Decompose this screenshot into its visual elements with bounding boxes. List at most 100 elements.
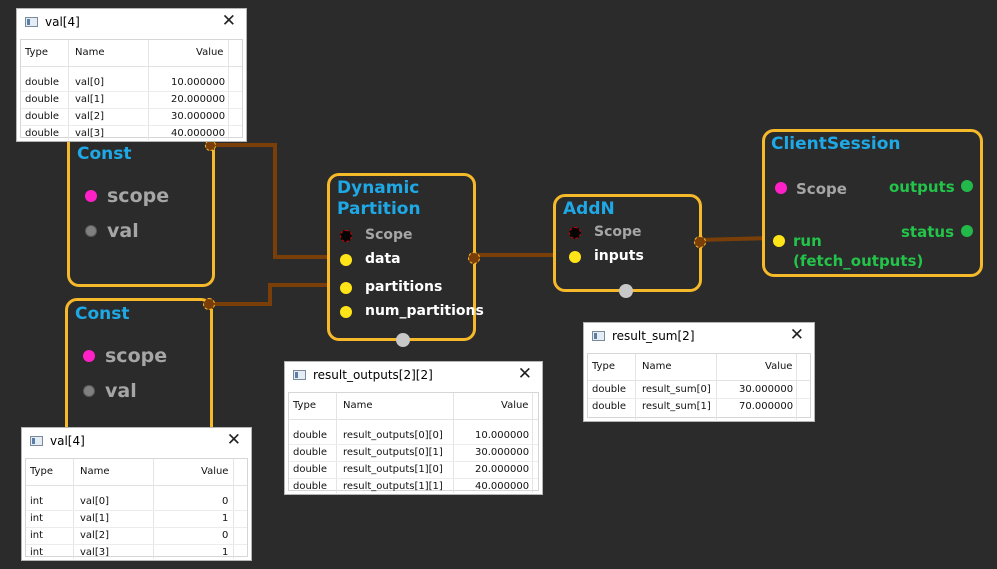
cell-name: result_sum[0] <box>642 384 711 395</box>
cell-type: int <box>30 513 44 524</box>
window-titlebar[interactable]: result_sum[2] ✕ <box>584 323 814 352</box>
cell-type: double <box>293 464 328 475</box>
cell-value: 20.000000 <box>475 464 530 475</box>
cell-name: result_outputs[1][1] <box>343 481 443 492</box>
node-title: Const <box>75 304 130 324</box>
node-title: AddN <box>563 199 615 219</box>
dynamic-partition-node[interactable]: Dynamic Partition Scope data partitions … <box>327 173 484 341</box>
cell-value: 40.000000 <box>475 481 530 492</box>
window-title: val[4] <box>50 434 85 448</box>
cell-type: int <box>30 496 44 507</box>
output-port[interactable] <box>468 252 480 264</box>
val-port-label: val <box>107 220 139 242</box>
window-titlebar[interactable]: result_outputs[2][2] ✕ <box>285 362 542 391</box>
cell-name: result_outputs[0][0] <box>343 430 443 441</box>
values-table: Type Name Value double result_sum[0] 30.… <box>587 353 811 420</box>
cell-type: double <box>293 447 328 458</box>
link-addn-to-run <box>697 236 775 242</box>
cell-name: val[1] <box>80 513 109 524</box>
window-icon <box>592 331 605 341</box>
scope-port-label: Scope <box>796 180 847 198</box>
watch-window-val-int[interactable]: val[4] ✕ Type Name Value int val[0] 0 in… <box>21 427 252 561</box>
cell-type: double <box>293 430 328 441</box>
outputs-port-dot[interactable] <box>961 180 973 192</box>
header-value[interactable]: Value <box>765 361 793 372</box>
cell-value: 30.000000 <box>171 111 226 122</box>
scope-port-dot[interactable] <box>85 190 97 202</box>
watch-window-result-outputs[interactable]: result_outputs[2][2] ✕ Type Name Value d… <box>284 361 543 495</box>
addn-bottom-port[interactable] <box>619 284 633 298</box>
cell-type: double <box>293 481 328 492</box>
node-title-line1: Dynamic <box>337 178 420 198</box>
status-port-dot[interactable] <box>961 225 973 237</box>
val-port-dot[interactable] <box>85 225 97 237</box>
cell-type: double <box>25 77 60 88</box>
window-titlebar[interactable]: val[4] ✕ <box>22 428 251 457</box>
scope-port-dot[interactable] <box>340 230 352 242</box>
cell-value: 10.000000 <box>171 77 226 88</box>
header-value[interactable]: Value <box>196 47 224 58</box>
close-icon[interactable]: ✕ <box>789 325 804 345</box>
cell-type: double <box>592 384 627 395</box>
window-title: val[4] <box>45 15 80 29</box>
const2-output-port[interactable] <box>203 298 215 310</box>
partitions-port-dot[interactable] <box>340 282 352 294</box>
header-name[interactable]: Name <box>343 400 373 411</box>
scope-port-label: scope <box>107 185 170 207</box>
header-type[interactable]: Type <box>25 47 48 58</box>
cell-value: 0 <box>222 530 229 541</box>
num-partitions-port-dot[interactable] <box>340 306 352 318</box>
run-port-dot[interactable] <box>773 235 785 247</box>
cell-value: 70.000000 <box>739 401 794 412</box>
cell-value: 20.000000 <box>171 94 226 105</box>
scope-port-label: Scope <box>594 224 642 240</box>
data-port-dot[interactable] <box>340 254 352 266</box>
client-session-node[interactable]: ClientSession Scope outputs status run (… <box>762 129 983 277</box>
link-const2-val-to-partitions <box>209 283 336 306</box>
header-value[interactable]: Value <box>501 400 529 411</box>
header-type[interactable]: Type <box>293 400 316 411</box>
status-port-label: status <box>901 223 954 241</box>
output-port[interactable] <box>694 236 706 248</box>
scope-port-dot[interactable] <box>569 227 581 239</box>
scope-port-label: Scope <box>365 227 413 243</box>
header-type[interactable]: Type <box>592 361 615 372</box>
cell-value: 1 <box>222 547 229 558</box>
window-title: result_sum[2] <box>612 329 695 343</box>
close-icon[interactable]: ✕ <box>226 430 241 450</box>
const-node-2[interactable]: Const scope val <box>65 298 213 448</box>
cell-type: double <box>25 94 60 105</box>
cell-type: int <box>30 547 44 558</box>
header-name[interactable]: Name <box>80 466 110 477</box>
window-titlebar[interactable]: val[4] ✕ <box>17 9 246 38</box>
header-name[interactable]: Name <box>75 47 105 58</box>
scope-port-dot[interactable] <box>775 182 787 194</box>
watch-window-result-sum[interactable]: result_sum[2] ✕ Type Name Value double r… <box>583 322 815 422</box>
values-table: Type Name Value double val[0] 10.000000 … <box>20 39 243 140</box>
data-port-label: data <box>365 251 401 267</box>
cell-value: 40.000000 <box>171 128 226 139</box>
cell-name: result_outputs[1][0] <box>343 464 443 475</box>
scope-port-dot[interactable] <box>83 350 95 362</box>
node-title-line2: Partition <box>337 199 421 219</box>
window-icon <box>25 17 38 27</box>
values-table: Type Name Value double result_outputs[0]… <box>288 392 539 493</box>
inputs-port-dot[interactable] <box>569 251 581 263</box>
close-icon[interactable]: ✕ <box>221 11 236 31</box>
watch-window-val-double[interactable]: val[4] ✕ Type Name Value double val[0] 1… <box>16 8 247 142</box>
cell-name: val[0] <box>80 496 109 507</box>
partitions-port-label: partitions <box>365 279 443 295</box>
const-node-1[interactable]: Const scope val <box>67 130 215 287</box>
close-icon[interactable]: ✕ <box>517 364 532 384</box>
header-type[interactable]: Type <box>30 466 53 477</box>
cell-name: val[3] <box>80 547 109 558</box>
dynpart-bottom-port[interactable] <box>396 333 410 347</box>
cell-value: 30.000000 <box>739 384 794 395</box>
header-value[interactable]: Value <box>201 466 229 477</box>
num-partitions-port-label: num_partitions <box>365 303 484 319</box>
header-name[interactable]: Name <box>642 361 672 372</box>
val-port-dot[interactable] <box>83 385 95 397</box>
cell-name: val[1] <box>75 94 104 105</box>
addn-node[interactable]: AddN Scope inputs <box>553 194 706 292</box>
values-table: Type Name Value int val[0] 0 int val[1] … <box>25 458 248 559</box>
